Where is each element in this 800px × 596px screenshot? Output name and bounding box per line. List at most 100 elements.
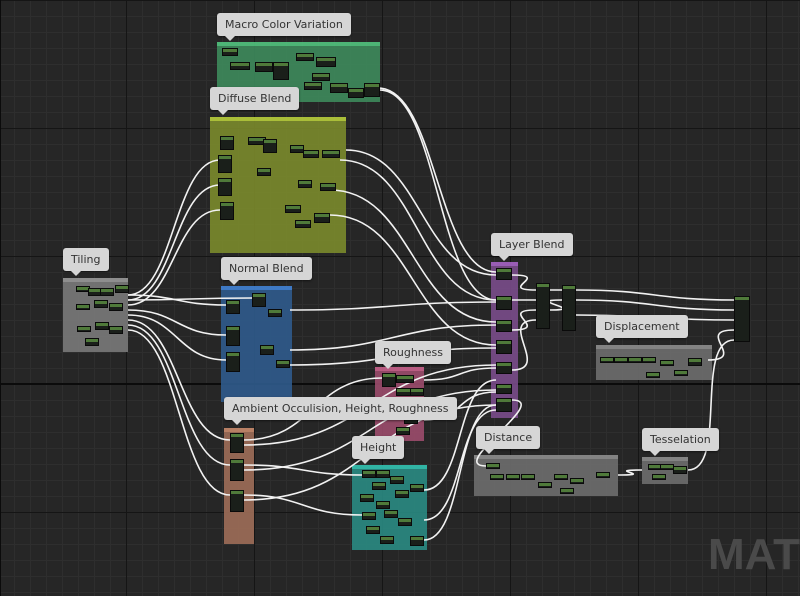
material-node[interactable] bbox=[521, 474, 535, 480]
material-node[interactable] bbox=[222, 48, 238, 56]
wire[interactable] bbox=[127, 297, 253, 301]
material-node[interactable] bbox=[554, 474, 568, 480]
material-node[interactable] bbox=[364, 83, 380, 97]
comment-label-roughness[interactable]: Roughness bbox=[375, 341, 452, 369]
material-node[interactable] bbox=[226, 326, 240, 346]
material-node[interactable] bbox=[285, 205, 301, 213]
wire[interactable] bbox=[617, 469, 643, 476]
comment-label-normal[interactable]: Normal Blend bbox=[221, 257, 312, 285]
material-node[interactable] bbox=[496, 340, 512, 354]
wire[interactable] bbox=[339, 159, 497, 301]
material-node[interactable] bbox=[642, 357, 656, 363]
material-node[interactable] bbox=[410, 388, 424, 396]
material-node[interactable] bbox=[95, 322, 109, 330]
material-node[interactable] bbox=[560, 488, 574, 494]
material-node[interactable] bbox=[614, 357, 628, 363]
wire[interactable] bbox=[423, 379, 497, 491]
material-node[interactable] bbox=[295, 220, 311, 228]
material-node[interactable] bbox=[226, 300, 240, 314]
material-node[interactable] bbox=[380, 536, 394, 544]
material-node[interactable] bbox=[290, 145, 304, 153]
material-node[interactable] bbox=[76, 304, 90, 310]
material-node[interactable] bbox=[496, 296, 512, 310]
material-node[interactable] bbox=[230, 62, 250, 70]
material-node[interactable] bbox=[496, 398, 512, 412]
material-node[interactable] bbox=[366, 526, 380, 534]
material-node[interactable] bbox=[496, 362, 512, 374]
material-node[interactable] bbox=[220, 136, 234, 150]
material-node[interactable] bbox=[218, 155, 232, 173]
wire[interactable] bbox=[127, 324, 231, 466]
comment-label-ao[interactable]: Ambient Occulision, Height, Roughness bbox=[224, 397, 457, 425]
wire[interactable] bbox=[377, 87, 497, 273]
material-node[interactable] bbox=[376, 501, 390, 509]
material-node[interactable] bbox=[673, 466, 687, 474]
wire[interactable] bbox=[127, 319, 231, 441]
material-node[interactable] bbox=[298, 180, 312, 188]
material-node[interactable] bbox=[312, 73, 330, 81]
material-node[interactable] bbox=[109, 326, 123, 334]
wire[interactable] bbox=[329, 214, 497, 346]
material-node[interactable] bbox=[115, 285, 129, 293]
material-node[interactable] bbox=[296, 53, 314, 61]
material-node[interactable] bbox=[384, 510, 398, 518]
material-node[interactable] bbox=[486, 463, 500, 469]
material-node[interactable] bbox=[646, 372, 660, 378]
material-node[interactable] bbox=[362, 512, 376, 520]
comment-box-ao[interactable] bbox=[224, 428, 254, 544]
wire[interactable] bbox=[687, 339, 735, 471]
wire[interactable] bbox=[707, 329, 735, 361]
wire[interactable] bbox=[243, 389, 497, 471]
material-node[interactable] bbox=[688, 358, 702, 366]
material-node[interactable] bbox=[252, 293, 266, 307]
material-node[interactable] bbox=[320, 183, 336, 191]
comment-label-displacement[interactable]: Displacement bbox=[596, 315, 688, 343]
material-node[interactable] bbox=[652, 474, 666, 480]
material-node[interactable] bbox=[570, 478, 584, 484]
wire[interactable] bbox=[329, 189, 497, 323]
material-node[interactable] bbox=[674, 370, 688, 376]
comment-label-distance[interactable]: Distance bbox=[476, 426, 541, 454]
wire[interactable] bbox=[379, 89, 497, 301]
material-node[interactable] bbox=[398, 518, 412, 526]
material-node[interactable] bbox=[220, 202, 234, 220]
material-node[interactable] bbox=[230, 459, 244, 481]
material-node[interactable] bbox=[660, 464, 674, 470]
wire[interactable] bbox=[575, 289, 735, 301]
wire[interactable] bbox=[289, 324, 497, 351]
wire[interactable] bbox=[289, 301, 497, 311]
material-node[interactable] bbox=[396, 375, 414, 383]
material-node[interactable] bbox=[316, 57, 336, 67]
material-node[interactable] bbox=[230, 433, 244, 453]
material-node[interactable] bbox=[330, 83, 348, 93]
material-node[interactable] bbox=[109, 303, 123, 311]
wire[interactable] bbox=[127, 159, 221, 296]
material-node[interactable] bbox=[257, 168, 271, 176]
material-node[interactable] bbox=[230, 490, 244, 512]
wire[interactable] bbox=[511, 274, 537, 291]
wire[interactable] bbox=[127, 314, 227, 361]
material-node[interactable] bbox=[94, 300, 108, 308]
material-node[interactable] bbox=[490, 474, 504, 480]
wire[interactable] bbox=[423, 367, 497, 381]
material-node[interactable] bbox=[360, 494, 374, 502]
material-node[interactable] bbox=[396, 427, 410, 435]
material-node[interactable] bbox=[303, 150, 319, 158]
material-node[interactable] bbox=[362, 470, 376, 478]
wire[interactable] bbox=[127, 329, 231, 496]
comment-label-tiling[interactable]: Tiling bbox=[63, 248, 109, 276]
material-node[interactable] bbox=[304, 82, 322, 90]
material-node[interactable] bbox=[268, 309, 282, 317]
material-node[interactable] bbox=[660, 360, 674, 366]
comment-label-tesselation[interactable]: Tesselation bbox=[642, 428, 719, 456]
wire[interactable] bbox=[511, 319, 537, 371]
material-node[interactable] bbox=[372, 482, 386, 490]
material-node[interactable] bbox=[255, 62, 273, 72]
material-node[interactable] bbox=[322, 150, 340, 158]
wire[interactable] bbox=[511, 309, 537, 331]
material-node[interactable] bbox=[273, 62, 289, 80]
material-node[interactable] bbox=[600, 357, 614, 363]
wire[interactable] bbox=[423, 404, 497, 541]
material-node[interactable] bbox=[276, 360, 290, 368]
material-node[interactable] bbox=[77, 326, 91, 332]
